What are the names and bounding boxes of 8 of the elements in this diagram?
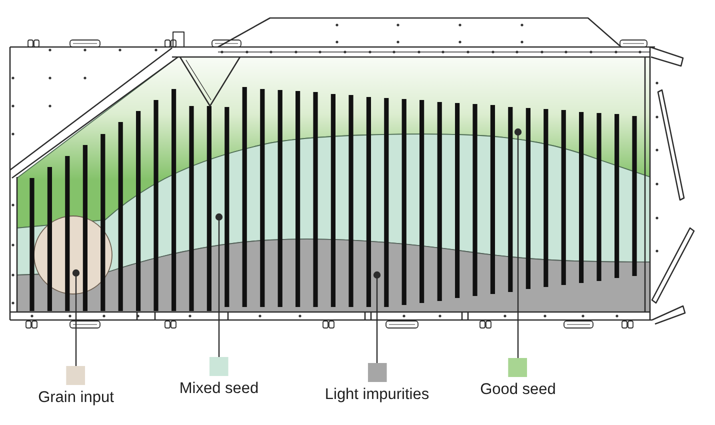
label-text: Good seed: [480, 381, 556, 398]
label-text: Mixed seed: [179, 380, 259, 397]
leader-line: [373, 271, 381, 363]
label-text: Light impurities: [324, 386, 430, 403]
leader-line: [215, 213, 223, 357]
label-text: Grain input: [38, 389, 114, 406]
leader-line: [514, 128, 522, 358]
leader-line: [72, 269, 80, 366]
